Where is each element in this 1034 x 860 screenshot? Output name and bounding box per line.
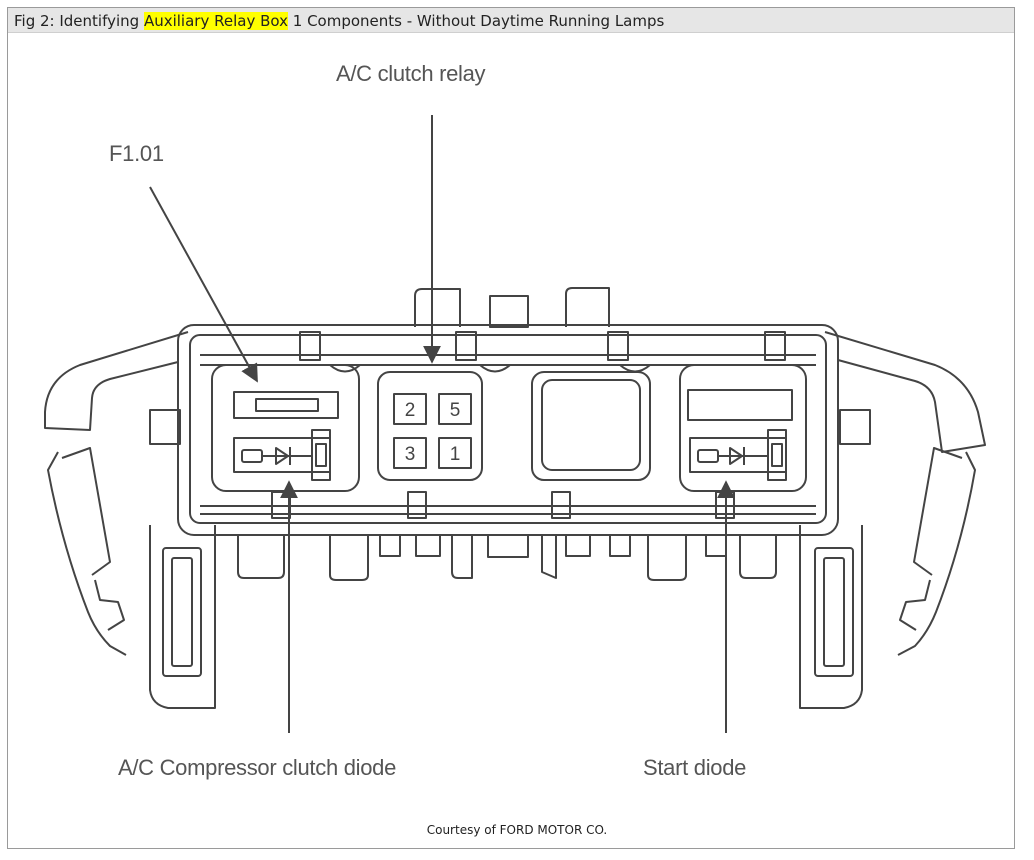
top-rail bbox=[200, 354, 816, 366]
right-side-tab bbox=[839, 409, 871, 445]
relay-pin-label: 2 bbox=[405, 400, 416, 421]
rail-post bbox=[455, 331, 477, 361]
credit-text: Courtesy of FORD MOTOR CO. bbox=[426, 823, 608, 837]
bottom-tabs bbox=[237, 534, 777, 581]
label-fuse-f101: F1.01 bbox=[109, 141, 164, 166]
title-prefix: Fig 2: Identifying bbox=[14, 12, 144, 30]
left-wing bbox=[44, 331, 189, 656]
right-clip bbox=[799, 525, 863, 709]
start-diode-compartment bbox=[679, 364, 807, 492]
rail-post bbox=[407, 491, 427, 519]
relay-pin-label: 5 bbox=[450, 400, 461, 421]
rail-post bbox=[764, 331, 786, 361]
relay-compartment bbox=[377, 371, 483, 481]
right-wing bbox=[824, 331, 986, 656]
left-clip bbox=[149, 525, 216, 709]
title-highlight: Auxiliary Relay Box bbox=[143, 12, 288, 30]
relay-box-body bbox=[177, 324, 839, 536]
leader-fuse bbox=[149, 186, 258, 383]
relay-pin-box bbox=[438, 437, 472, 469]
rail-post bbox=[607, 331, 629, 361]
top-tabs bbox=[414, 287, 610, 328]
label-start-diode: Start diode bbox=[643, 755, 747, 780]
rail-post bbox=[299, 331, 321, 361]
figure-title: Fig 2: Identifying Auxiliary Relay Box 1… bbox=[14, 12, 664, 30]
start-diode-part bbox=[689, 429, 787, 481]
relay-box-inner bbox=[189, 334, 827, 524]
title-bar: Fig 2: Identifying Auxiliary Relay Box 1… bbox=[8, 8, 1014, 33]
rail-post bbox=[551, 491, 571, 519]
fuse-f101-element bbox=[255, 398, 319, 412]
label-ac-clutch-relay: A/C clutch relay bbox=[336, 61, 486, 86]
start-fuse-slot bbox=[687, 389, 793, 421]
relay-pin-label: 1 bbox=[450, 444, 461, 465]
title-suffix: 1 Components - Without Daytime Running L… bbox=[287, 12, 665, 30]
relay-pin-box bbox=[438, 393, 472, 425]
fuse-f101 bbox=[233, 391, 339, 419]
bottom-rail bbox=[200, 505, 816, 515]
blank-socket bbox=[541, 379, 641, 471]
left-side-tab bbox=[149, 409, 181, 445]
relay-pin-box bbox=[393, 437, 427, 469]
label-ac-compressor-diode: A/C Compressor clutch diode bbox=[118, 755, 397, 780]
relay-pin-label: 3 bbox=[405, 444, 416, 465]
ac-compressor-diode bbox=[233, 429, 331, 481]
center-compartment bbox=[531, 371, 651, 481]
relay-pin-box bbox=[393, 393, 427, 425]
